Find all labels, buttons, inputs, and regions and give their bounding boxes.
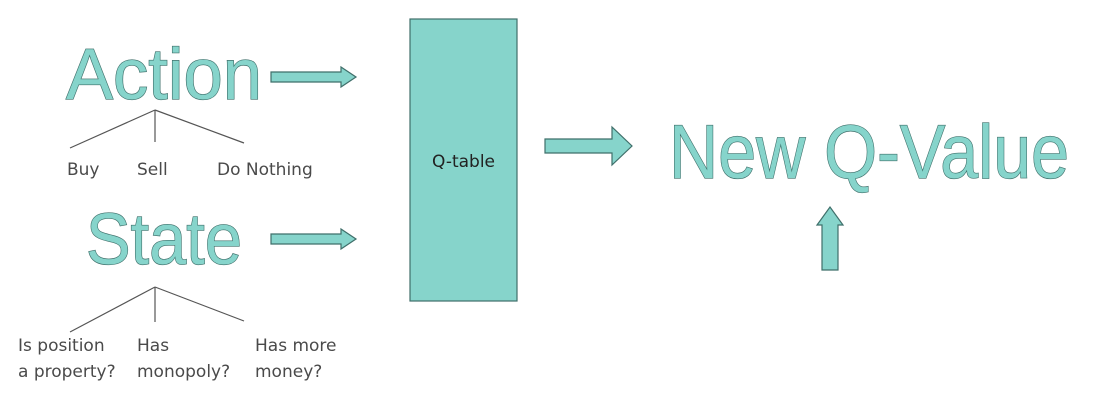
action-tree-line-right — [154, 109, 245, 144]
state-tree-line-right — [154, 286, 245, 322]
state-option-position-line1: Is position — [18, 336, 105, 356]
arrow-qtable-to-output — [544, 125, 633, 167]
qtable-box — [409, 18, 518, 302]
state-option-money-line1: Has more — [255, 336, 337, 356]
action-option-sell: Sell — [137, 160, 168, 180]
state-option-money-line2: money? — [255, 362, 322, 382]
state-option-monopoly-line1: Has — [137, 336, 169, 356]
state-title: State — [86, 200, 242, 280]
action-option-do-nothing: Do Nothing — [217, 160, 313, 180]
state-tree-lines — [69, 286, 245, 333]
arrow-state-to-qtable — [270, 227, 358, 251]
state-option-position-line2: a property? — [18, 362, 116, 382]
action-tree-line-left — [69, 109, 156, 149]
output-title: New Q-Value — [669, 110, 1069, 195]
arrow-action-to-qtable — [270, 65, 358, 89]
action-title: Action — [66, 35, 262, 115]
action-tree-lines — [69, 109, 245, 149]
state-option-monopoly-line2: monopoly? — [137, 362, 230, 382]
qtable-label: Q-table — [432, 152, 495, 172]
action-option-buy: Buy — [67, 160, 100, 180]
state-tree-line-left — [69, 286, 156, 333]
arrow-up-to-output — [815, 205, 845, 271]
